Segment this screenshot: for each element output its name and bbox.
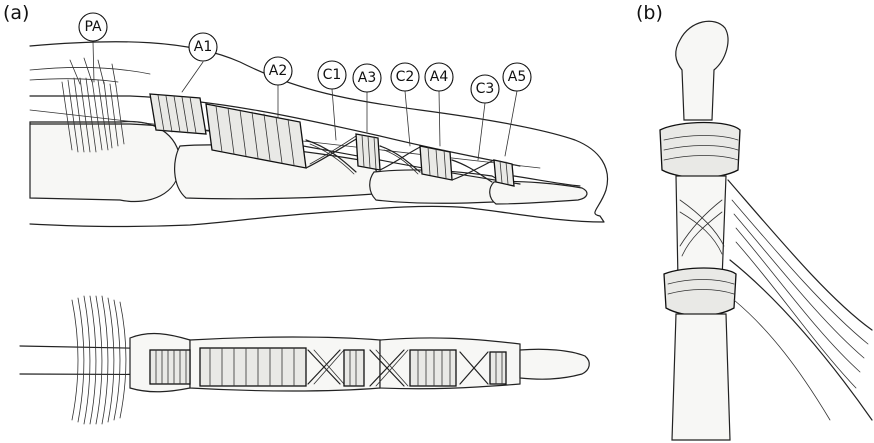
detail-lower-pulley — [664, 268, 736, 316]
a3-callout: A3 — [353, 64, 381, 92]
a1-callout: A1 — [189, 33, 217, 61]
pulley-detail-illustration — [660, 21, 872, 440]
detail-upper-pulley — [660, 123, 740, 178]
palmar-aponeurosis-palmar — [72, 296, 126, 424]
a4-label: A4 — [430, 69, 449, 85]
c1-label: C1 — [323, 67, 342, 83]
a1-label: A1 — [194, 39, 212, 55]
metacarpal-bone — [30, 122, 180, 202]
a5-pulley-lateral — [494, 160, 514, 186]
a5-pulley-palmar — [490, 352, 506, 384]
c3-label: C3 — [476, 81, 495, 97]
c2-label: C2 — [396, 69, 415, 85]
palmar-finger-illustration — [20, 296, 589, 424]
a4-pulley-palmar — [410, 350, 456, 386]
a5-callout: A5 — [503, 63, 531, 91]
c2-callout: C2 — [391, 63, 419, 91]
a1-pulley-lateral — [150, 94, 206, 134]
a3-label: A3 — [358, 70, 376, 86]
pa-callout: PA — [79, 13, 107, 41]
c3-callout: C3 — [471, 75, 499, 103]
a4-pulley-lateral — [420, 146, 452, 180]
a4-callout: A4 — [425, 63, 453, 91]
detail-distal-phalanx — [676, 21, 728, 120]
c1-callout: C1 — [318, 61, 346, 89]
a2-label: A2 — [269, 63, 287, 79]
a3-pulley-lateral — [356, 134, 380, 170]
a2-callout: A2 — [264, 57, 292, 85]
detail-sheath-fan — [728, 180, 872, 420]
a1-pulley-palmar — [150, 350, 190, 384]
a2-pulley-palmar — [200, 348, 306, 386]
a3-pulley-palmar — [344, 350, 364, 386]
pa-label: PA — [84, 19, 102, 35]
a5-label: A5 — [508, 69, 526, 85]
